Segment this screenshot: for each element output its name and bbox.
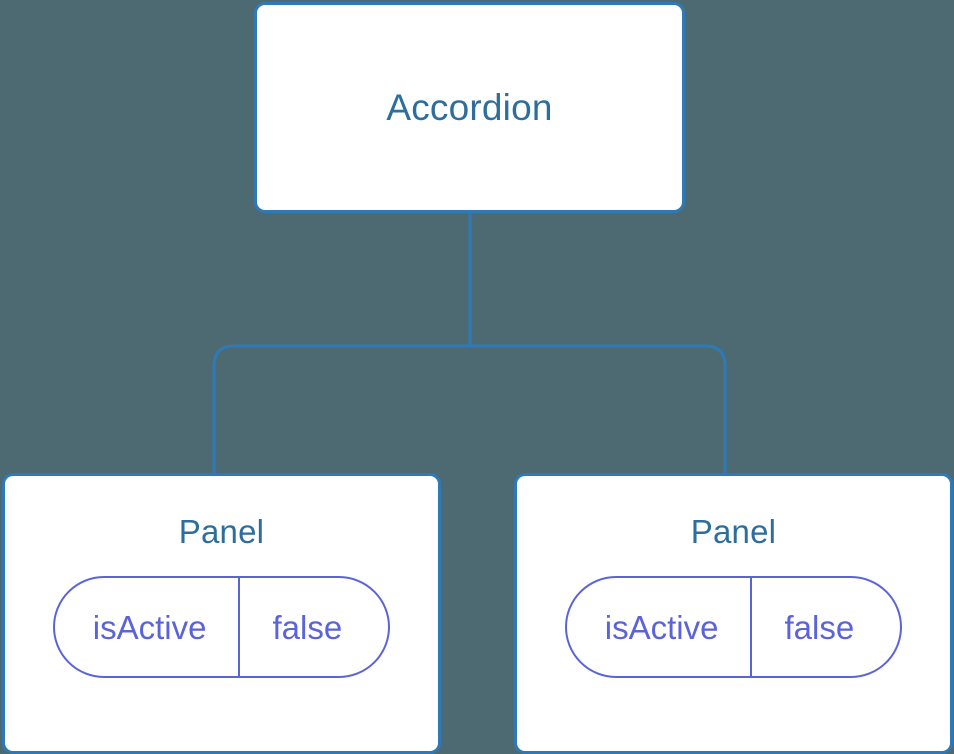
- edge-to-panel-right: [470, 344, 727, 476]
- node-panel-left[interactable]: Panel isActive false: [2, 473, 441, 754]
- prop-value-isactive-left: false: [272, 608, 343, 646]
- prop-key-isactive-right: isActive: [567, 578, 753, 676]
- node-panel-right-title: Panel: [690, 513, 777, 550]
- node-accordion-title: Accordion: [386, 87, 553, 128]
- node-panel-left-title: Panel: [178, 513, 265, 550]
- prop-key-isactive-left: isActive: [55, 578, 241, 676]
- prop-pill-left[interactable]: isActive false: [52, 576, 391, 678]
- node-panel-right[interactable]: Panel isActive false: [514, 473, 953, 754]
- tree-connectors: [212, 212, 727, 476]
- prop-pill-right[interactable]: isActive false: [564, 576, 903, 678]
- prop-value-isactive-right: false: [784, 608, 855, 646]
- node-accordion[interactable]: Accordion: [254, 2, 685, 213]
- edge-to-panel-left: [212, 344, 470, 476]
